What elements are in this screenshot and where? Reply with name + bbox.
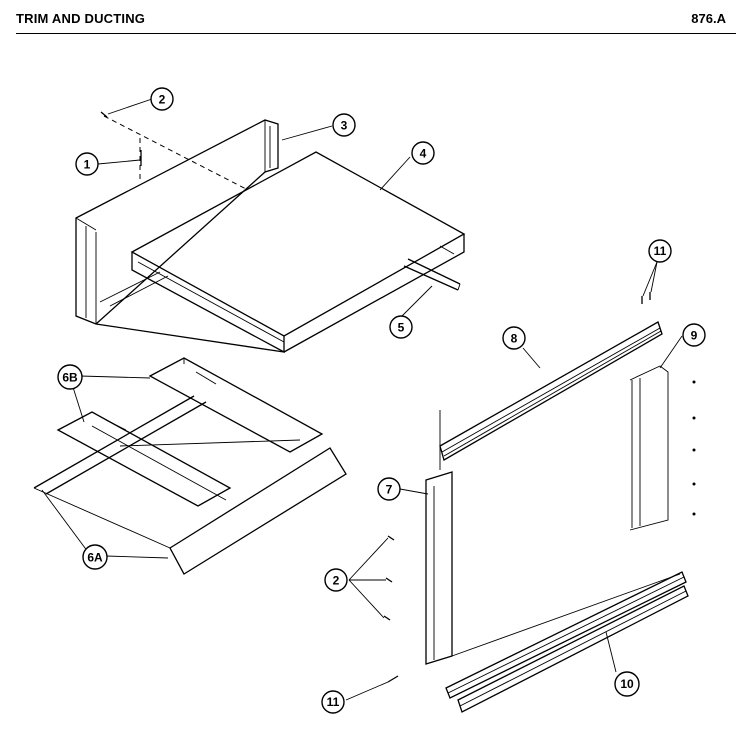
page-title: TRIM AND DUCTING bbox=[16, 11, 146, 26]
callout-6b: 6B bbox=[57, 364, 83, 390]
back-frame-part-3 bbox=[75, 119, 285, 353]
callout-11-bottom: 11 bbox=[321, 690, 345, 714]
svg-text:7: 7 bbox=[386, 483, 393, 497]
callout-1: 1 bbox=[75, 152, 99, 176]
screw-part-11-bottom bbox=[387, 675, 399, 683]
leader-lines bbox=[41, 98, 683, 701]
svg-text:6A: 6A bbox=[87, 551, 103, 565]
svg-text:9: 9 bbox=[691, 329, 698, 343]
page-code: 876.A bbox=[691, 11, 726, 26]
explode-line bbox=[103, 115, 249, 191]
svg-text:2: 2 bbox=[333, 574, 340, 588]
callout-2-right: 2 bbox=[324, 568, 348, 592]
bottom-trim-rail-part-10 bbox=[445, 571, 689, 713]
svg-text:2: 2 bbox=[159, 93, 166, 107]
callout-11-top: 11 bbox=[648, 239, 672, 263]
screw-part-11-top bbox=[641, 292, 651, 304]
callout-10: 10 bbox=[614, 671, 640, 697]
deflector-part-6a bbox=[33, 395, 347, 575]
front-frame-panel bbox=[439, 380, 681, 657]
svg-text:3: 3 bbox=[341, 119, 348, 133]
svg-text:11: 11 bbox=[327, 695, 340, 709]
callout-9: 9 bbox=[682, 323, 706, 347]
screw-part-2-group bbox=[383, 535, 395, 621]
top-trim-rail-part-8 bbox=[439, 321, 663, 461]
svg-text:1: 1 bbox=[84, 158, 91, 172]
side-panel-part-7 bbox=[425, 471, 453, 665]
callout-6a: 6A bbox=[82, 544, 108, 570]
svg-text:10: 10 bbox=[620, 677, 634, 691]
callout-3: 3 bbox=[332, 113, 356, 137]
deflector-plate-part-6b-upper bbox=[148, 357, 324, 453]
callout-8: 8 bbox=[502, 326, 526, 350]
screw-part-2-top bbox=[100, 111, 108, 118]
callout-7: 7 bbox=[377, 477, 401, 501]
callout-2-top: 2 bbox=[150, 87, 174, 111]
side-panel-part-9 bbox=[629, 365, 696, 531]
deflector-plate-part-6b-lower bbox=[56, 411, 232, 507]
svg-text:5: 5 bbox=[398, 321, 405, 335]
callout-4: 4 bbox=[411, 141, 435, 165]
header-rule bbox=[16, 33, 736, 34]
svg-text:4: 4 bbox=[420, 147, 427, 161]
svg-text:6B: 6B bbox=[62, 371, 78, 385]
top-panel-part-4 bbox=[130, 151, 466, 354]
svg-text:11: 11 bbox=[654, 244, 667, 258]
svg-text:8: 8 bbox=[511, 332, 518, 346]
callout-5: 5 bbox=[389, 315, 413, 339]
brace-part-5 bbox=[403, 258, 461, 291]
